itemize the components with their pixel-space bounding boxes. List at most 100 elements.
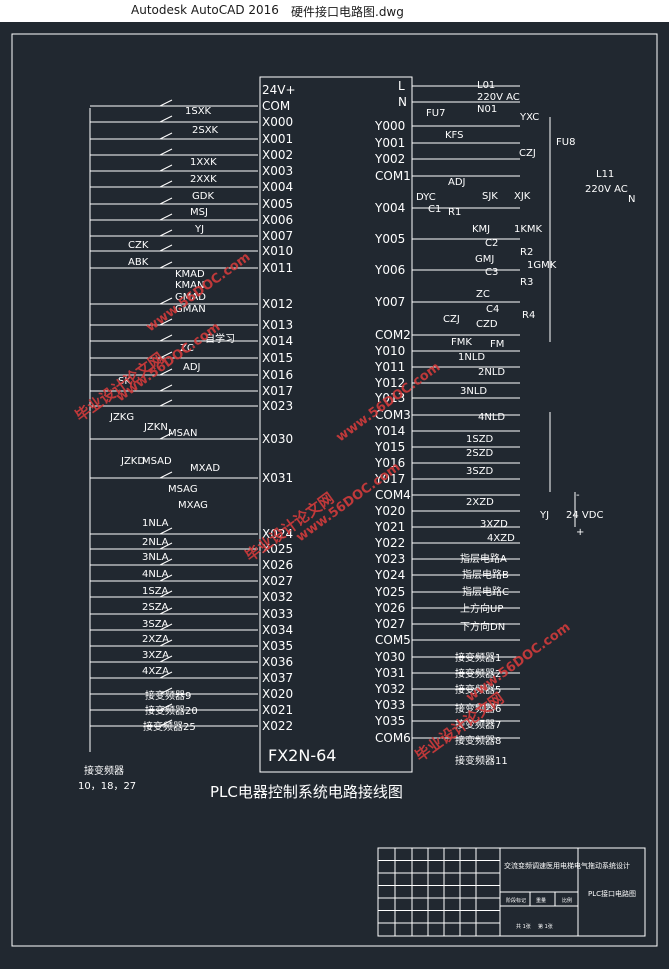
switch-contact	[159, 132, 173, 140]
output-device-label: 接变频器5	[455, 683, 501, 696]
switch-contact	[159, 623, 173, 631]
left-terminal-label: X031	[262, 471, 293, 485]
right-terminal-label: Y000	[374, 119, 405, 133]
output-wires	[412, 85, 576, 739]
title-block-cell: 共 1张	[516, 923, 531, 930]
switch-contact	[159, 164, 173, 172]
switch-contact	[159, 297, 173, 305]
right-terminal-label: Y011	[374, 360, 405, 374]
output-device-label: 1GMK	[527, 260, 557, 271]
left-terminal-label: X011	[262, 261, 293, 275]
switch-contact	[159, 115, 173, 123]
left-terminal-label: X026	[262, 558, 293, 572]
input-device-label: 3NLA	[142, 552, 169, 563]
switch-contact	[159, 607, 173, 615]
right-terminal-label: Y026	[374, 601, 405, 615]
right-terminal-label: Y020	[374, 504, 405, 518]
input-device-label: 1NLA	[142, 518, 169, 529]
input-device-label: SK	[118, 376, 131, 387]
output-device-label: C4	[486, 304, 499, 315]
right-terminal-label: Y010	[374, 344, 405, 358]
output-device-label: C3	[485, 267, 498, 278]
left-terminal-label: X015	[262, 351, 293, 365]
output-device-label: 24 VDC	[566, 510, 603, 521]
output-device-label: 指层电路A	[460, 552, 507, 565]
app-title: Autodesk AutoCAD 2016	[131, 3, 279, 17]
output-device-label: 接变频器7	[455, 718, 501, 731]
right-terminal-label: Y014	[374, 424, 405, 438]
input-device-label: 接变频器	[84, 764, 124, 777]
left-terminal-label: X017	[262, 384, 293, 398]
switch-contact	[159, 687, 173, 695]
right-terminal-label: Y016	[374, 456, 405, 470]
input-device-label: MSAD	[142, 456, 172, 467]
output-device-label: 上方向UP	[460, 602, 503, 615]
left-terminal-label: X024	[262, 527, 293, 541]
left-terminal-label: X000	[262, 115, 293, 129]
output-device-label: ZC	[476, 289, 490, 300]
output-device-label: 1KMK	[514, 224, 543, 235]
output-device-label: L11	[596, 169, 614, 180]
right-terminal-label: Y002	[374, 152, 405, 166]
left-terminal-labels: 24V+COMX000X001X002X003X004X005X006X007X…	[262, 83, 296, 733]
file-name: 硬件接口电路图.dwg	[291, 5, 404, 19]
input-device-label: KMAN	[175, 280, 205, 291]
right-terminal-label: Y021	[374, 520, 405, 534]
input-device-label: JZKN	[143, 422, 168, 433]
right-terminal-label: Y015	[374, 440, 405, 454]
switch-contact	[159, 655, 173, 663]
right-terminal-label: Y031	[374, 666, 405, 680]
switch-contact	[159, 671, 173, 679]
output-device-label: +	[576, 527, 584, 538]
input-device-label: ADJ	[183, 362, 201, 373]
left-terminal-label: X035	[262, 639, 293, 653]
output-device-label: XJK	[514, 191, 531, 202]
output-device-label: 3NLD	[460, 386, 487, 397]
plc-body	[259, 76, 413, 773]
output-device-label: CZD	[476, 319, 498, 330]
title-block-cell: 第 1张	[538, 923, 553, 930]
output-device-label: CZJ	[443, 314, 460, 325]
output-device-label: 2SZD	[466, 448, 494, 459]
output-device-label: 3SZD	[466, 466, 494, 477]
input-device-label: 10，18，27	[78, 781, 136, 792]
right-terminal-label: Y024	[374, 568, 405, 582]
right-terminal-label: Y033	[374, 698, 405, 712]
output-device-label: DYC	[416, 192, 436, 203]
output-device-label: C1	[428, 204, 441, 215]
switch-contact	[159, 639, 173, 647]
output-device-label: ADJ	[448, 177, 466, 188]
switch-contact	[159, 399, 173, 407]
output-device-label: KMJ	[472, 224, 490, 235]
input-device-label: 1SXK	[185, 106, 212, 117]
left-terminal-label: X001	[262, 132, 293, 146]
output-device-label: 2XZD	[466, 497, 494, 508]
plc-model-label: FX2N-64	[268, 746, 336, 765]
switch-contact	[159, 99, 173, 107]
circuit-diagram: 24V+COMX000X001X002X003X004X005X006X007X…	[11, 33, 658, 947]
input-device-label: 1XXK	[190, 157, 217, 168]
switch-contact	[159, 590, 173, 598]
output-device-label: YXC	[519, 112, 539, 123]
right-terminal-label: COM6	[375, 731, 411, 745]
left-terminal-label: X033	[262, 607, 293, 621]
watermark-url: www.56DOC.com	[114, 320, 224, 405]
input-device-label: MSAG	[168, 484, 198, 495]
output-device-label: 4NLD	[478, 412, 505, 423]
input-device-label: ZC	[180, 343, 194, 354]
output-device-label: 接变频器1	[455, 651, 501, 664]
input-device-label: 2SZA	[142, 602, 169, 613]
output-device-label: SJK	[482, 191, 498, 202]
output-device-label: R1	[448, 207, 461, 218]
input-device-label: 2NLA	[142, 537, 169, 548]
output-device-label: -	[576, 490, 580, 501]
output-device-label: N	[628, 194, 635, 205]
switch-contact	[159, 351, 173, 359]
title-bar: Autodesk AutoCAD 2016 硬件接口电路图.dwg	[0, 0, 669, 22]
output-device-label: 2NLD	[478, 367, 505, 378]
output-device-label: GMJ	[475, 254, 494, 265]
output-device-label: 220V AC	[477, 92, 520, 103]
input-device-label: 4XZA	[142, 666, 169, 677]
output-device-label: R3	[520, 277, 533, 288]
